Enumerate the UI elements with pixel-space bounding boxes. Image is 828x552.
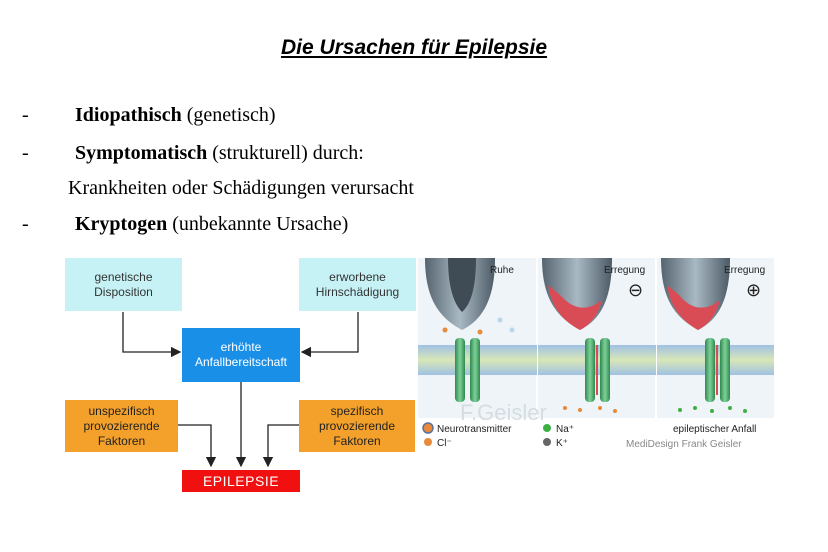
box-text: Faktoren: [97, 433, 146, 448]
legend-chloride-icon: [424, 438, 432, 446]
box-text: provozierende: [318, 418, 396, 433]
box-text: Hirnschädigung: [315, 284, 400, 299]
cause-description: (unbekannte Ursache): [167, 213, 349, 235]
box-acquired-damage: erworbene Hirnschädigung: [299, 258, 416, 311]
box-text: spezifisch: [330, 403, 384, 418]
box-specific-factors: spezifisch provozierende Faktoren: [299, 400, 415, 452]
box-text: provozierende: [83, 418, 160, 433]
panel-rest: Ruhe: [418, 258, 537, 402]
legend-sodium: Na⁺: [556, 424, 574, 435]
ion-channel: [720, 338, 730, 402]
box-text: erhöhte: [220, 340, 262, 354]
box-text: unspezifisch: [88, 403, 155, 418]
plus-symbol: ⊕: [746, 280, 761, 300]
ion-channel: [455, 338, 465, 402]
bullet-dash: -: [22, 142, 29, 164]
panel-excitation: Erregung ⊕: [657, 258, 774, 413]
legend-neurotransmitter-icon: [422, 422, 434, 434]
box-text: Anfallbereitschaft: [194, 355, 288, 369]
cause-term: Idiopathisch: [75, 104, 182, 126]
cause-continuation: Krankheiten oder Schädigungen verursacht: [68, 177, 414, 199]
arrow-genetic: [122, 312, 182, 358]
excitation-highlight: [548, 285, 602, 330]
bullet-dash: -: [22, 104, 29, 126]
chloride-dot: [578, 408, 582, 412]
box-text: Disposition: [94, 284, 153, 299]
bullet-dash: -: [22, 213, 29, 235]
legend-sodium-icon: [543, 424, 551, 432]
box-genetic-disposition: genetische Disposition: [65, 258, 182, 311]
cause-description: (genetisch): [181, 104, 276, 126]
chloride-dot: [613, 409, 617, 413]
image-credit: MediDesign Frank Geisler: [626, 439, 742, 450]
sodium-dot: [743, 409, 747, 413]
cause-symptomatic: Symptomatisch (strukturell) durch:: [75, 142, 364, 165]
excitation-highlight: [667, 285, 720, 330]
page-title: Die Ursachen für Epilepsie: [280, 36, 548, 59]
box-seizure-readiness: erhöhte Anfallbereitschaft: [182, 328, 300, 382]
legend-chloride: Cl⁻: [437, 438, 452, 449]
sodium-dot: [678, 408, 682, 412]
axon-core: [448, 258, 476, 312]
ion-channel: [600, 338, 610, 402]
panel-inhibition: Erregung ⊖: [538, 258, 656, 413]
box-text: erworbene: [329, 269, 386, 284]
legend-neurotransmitter: Neurotransmitter: [437, 424, 512, 435]
ion-channel: [705, 338, 715, 402]
ion-channel: [470, 338, 480, 402]
chloride-dot: [563, 406, 567, 410]
ion-channel: [585, 338, 595, 402]
panel-inhibition-label: Erregung: [604, 265, 645, 276]
cause-term: Symptomatisch: [75, 142, 208, 164]
vesicle-dot: [497, 317, 503, 323]
minus-symbol: ⊖: [628, 280, 643, 300]
box-unspecific-factors: unspezifisch provozierende Faktoren: [65, 400, 178, 452]
neurotransmitter-dot: [442, 327, 448, 333]
membrane: [657, 345, 774, 375]
chloride-dot: [598, 406, 602, 410]
watermark: F.Geisler: [460, 400, 547, 425]
arrow-unspecific: [178, 424, 217, 468]
synapse-legend: Neurotransmitter Cl⁻ Na⁺ K⁺ epileptische…: [422, 422, 756, 450]
neurotransmitter-dot: [477, 329, 483, 335]
legend-potassium-icon: [543, 438, 551, 446]
cause-idiopathic: Idiopathisch (genetisch): [75, 104, 276, 127]
arrow-acquired: [300, 312, 359, 358]
cause-term: Kryptogen: [75, 213, 168, 235]
panel-excitation-label: Erregung: [724, 265, 765, 276]
vesicle-dot: [509, 327, 515, 333]
sodium-dot: [728, 406, 732, 410]
sodium-dot: [693, 406, 697, 410]
panel-rest-label: Ruhe: [490, 265, 514, 276]
box-text: genetische: [94, 269, 153, 284]
legend-potassium: K⁺: [556, 438, 568, 449]
sodium-dot: [710, 409, 714, 413]
box-epilepsy: EPILEPSIE: [182, 470, 300, 492]
legend-seizure: epileptischer Anfall: [673, 424, 756, 435]
cause-cryptogenic: Kryptogen (unbekannte Ursache): [75, 213, 348, 236]
box-text: Faktoren: [333, 433, 381, 448]
arrow-specific: [262, 424, 299, 468]
cause-description: (strukturell) durch:: [207, 142, 364, 164]
